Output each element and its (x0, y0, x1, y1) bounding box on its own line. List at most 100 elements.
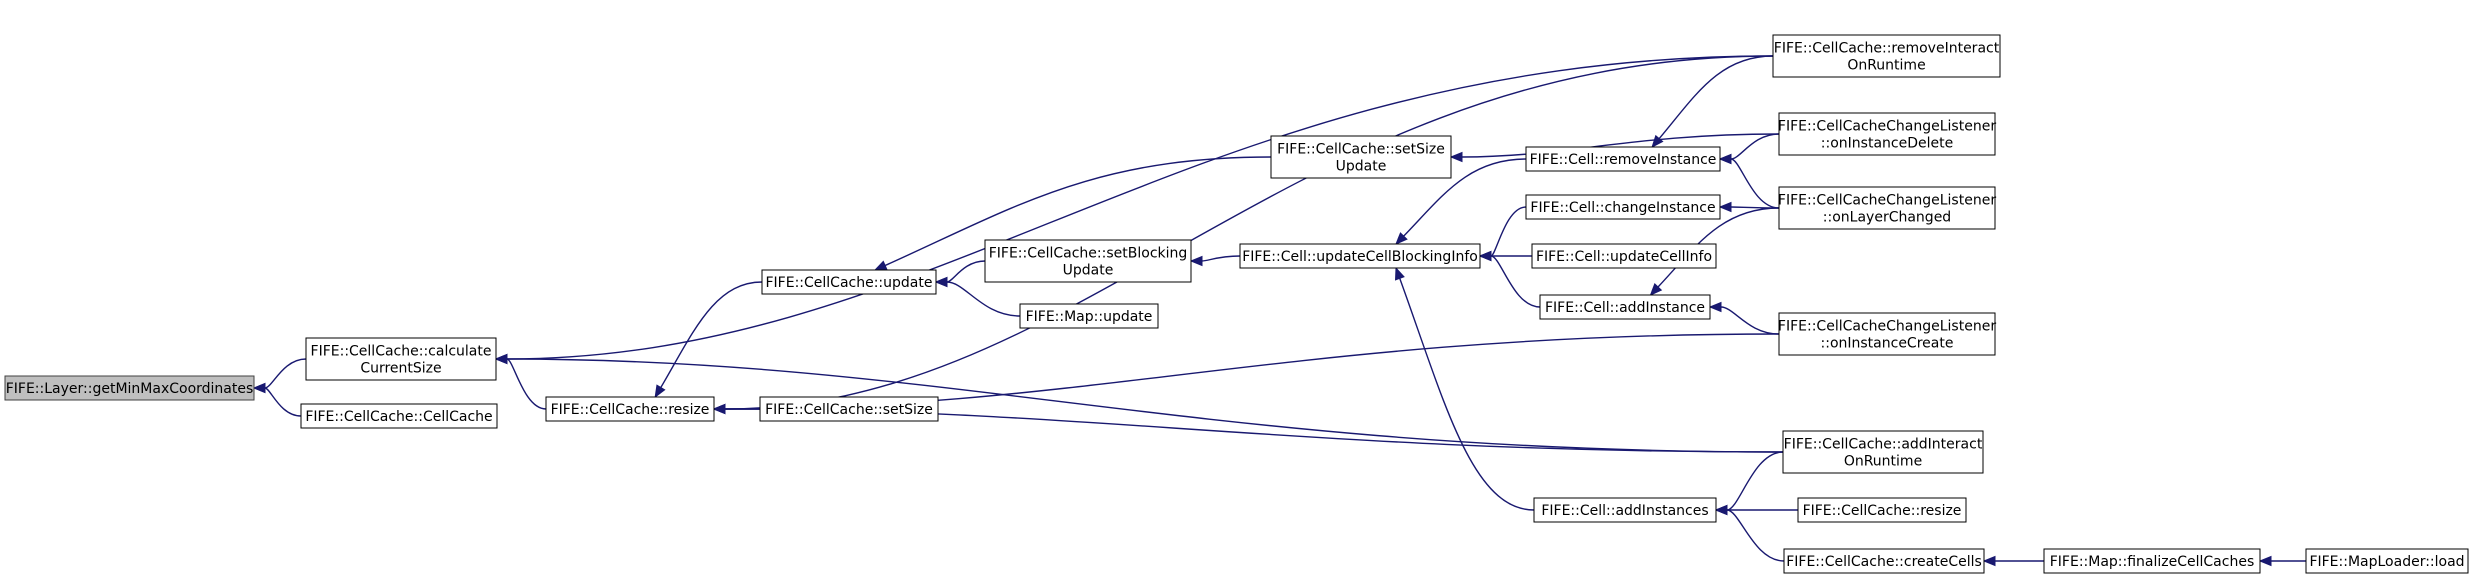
graph-node[interactable]: FIFE::CellCacheChangeListener::onInstanc… (1778, 312, 1996, 356)
edge-n2-to-n0 (264, 387, 302, 417)
graph-node[interactable]: FIFE::Map::update (1019, 303, 1159, 329)
node-label: FIFE::Layer::getMinMaxCoordinates (6, 381, 254, 397)
node-label: FIFE::MapLoader::load (2309, 554, 2464, 570)
edge-n8-to-n16 (1720, 306, 1780, 335)
node-label: FIFE::Cell::addInstances (1541, 503, 1708, 519)
graph-node[interactable]: FIFE::CellCache::resize (1797, 497, 1967, 523)
arrowhead-n12 (1395, 232, 1408, 245)
edge-layer (252, 55, 2306, 567)
node-box[interactable] (1525, 146, 1721, 172)
graph-node[interactable]: FIFE::Map::finalizeCellCaches (2043, 548, 2261, 574)
node-box[interactable] (300, 403, 498, 429)
graph-node[interactable]: FIFE::Cell::addInstance (1539, 294, 1711, 320)
graph-node[interactable]: FIFE::CellCache::setSize (759, 396, 939, 422)
node-label: FIFE::CellCacheChangeListener (1778, 193, 1996, 209)
node-box[interactable] (1525, 194, 1721, 220)
arrowhead-n1 (494, 353, 508, 365)
arrowhead-n9 (1449, 151, 1463, 163)
node-label: Update (1336, 159, 1387, 175)
edge-n5-to-n3 (660, 281, 763, 388)
node-label: FIFE::CellCache::resize (1803, 503, 1962, 519)
node-box[interactable] (759, 396, 939, 422)
node-label: FIFE::CellCache::addInteract (1784, 437, 1983, 453)
node-box[interactable] (1533, 497, 1717, 523)
edge-n12-to-n10 (1201, 255, 1241, 262)
node-label: FIFE::Cell::updateCellInfo (1536, 249, 1712, 265)
node-box[interactable] (984, 239, 1192, 283)
graph-node[interactable]: FIFE::MapLoader::load (2305, 548, 2469, 574)
node-box[interactable] (1539, 294, 1711, 320)
arrowhead-n12 (1394, 266, 1405, 281)
node-box[interactable] (2305, 548, 2469, 574)
edge-n4-to-n13 (1658, 55, 1774, 140)
graph-node[interactable]: FIFE::CellCache::resize (545, 396, 715, 422)
node-label: FIFE::Cell::removeInstance (1530, 152, 1717, 168)
node-box[interactable] (761, 269, 937, 295)
node-box[interactable] (1783, 548, 1985, 574)
node-box[interactable] (2043, 548, 2261, 574)
graph-node[interactable]: FIFE::CellCacheChangeListener::onLayerCh… (1778, 186, 1996, 230)
node-box[interactable] (305, 337, 497, 381)
graph-node[interactable]: FIFE::Cell::updateCellInfo (1531, 243, 1717, 269)
node-label: FIFE::CellCacheChangeListener (1778, 319, 1996, 335)
node-label: ::onInstanceCreate (1821, 336, 1954, 352)
node-box[interactable] (1270, 135, 1452, 179)
node-label: FIFE::Cell::changeInstance (1530, 200, 1715, 216)
edge-n13-to-n12 (1403, 158, 1527, 237)
node-box[interactable] (1778, 112, 1996, 156)
edge-n18-to-n13 (1730, 133, 1780, 160)
edge-n14-to-n12 (1490, 206, 1527, 257)
node-label: FIFE::CellCache::calculate (311, 344, 492, 360)
graph-node[interactable]: FIFE::CellCache::update (761, 269, 937, 295)
edge-n18-to-n9 (1461, 133, 1780, 158)
graph-node[interactable]: FIFE::CellCacheChangeListener::onInstanc… (1778, 112, 1996, 156)
node-label: FIFE::CellCache::update (766, 275, 933, 291)
node-label: FIFE::CellCache::setBlocking (989, 246, 1188, 262)
node-box[interactable] (1797, 497, 1967, 523)
node-box[interactable] (1239, 243, 1481, 269)
edge-n9-to-n5 (884, 156, 1272, 267)
node-label: FIFE::Map::update (1026, 309, 1153, 325)
node-box[interactable] (1782, 430, 1984, 474)
node-label: FIFE::CellCache::setSize (765, 402, 933, 418)
edge-n10-to-n5 (946, 260, 986, 283)
graph-node[interactable]: FIFE::CellCache::createCells (1783, 548, 1985, 574)
node-box[interactable] (1778, 186, 1996, 230)
node-label: FIFE::CellCacheChangeListener (1778, 119, 1996, 135)
edge-n7-to-n1 (506, 358, 1784, 453)
node-label: FIFE::CellCache::CellCache (305, 409, 492, 425)
arrowhead-n5 (934, 276, 948, 288)
node-label: OnRuntime (1847, 58, 1925, 74)
focus-node-box[interactable] (4, 375, 255, 401)
arrowhead-n22 (2258, 555, 2272, 567)
edge-n11-to-n5 (946, 281, 1021, 317)
arrowhead-n10 (1189, 255, 1203, 267)
node-label: FIFE::CellCache::resize (551, 402, 710, 418)
edge-n19-to-n16 (1657, 207, 1780, 288)
node-box[interactable] (545, 396, 715, 422)
node-box[interactable] (1778, 312, 1996, 356)
node-label: FIFE::CellCache::removeInteract (1774, 41, 2000, 57)
arrowhead-n17 (1714, 504, 1728, 516)
graph-node[interactable]: FIFE::Cell::changeInstance (1525, 194, 1721, 220)
node-label: FIFE::CellCache::createCells (1786, 554, 1982, 570)
graph-node[interactable]: FIFE::Cell::removeInstance (1525, 146, 1721, 172)
arrowhead-n16 (1708, 301, 1722, 313)
graph-node[interactable]: FIFE::CellCache::CellCache (300, 403, 498, 429)
node-box[interactable] (1019, 303, 1159, 329)
graph-node[interactable]: FIFE::Cell::addInstances (1533, 497, 1717, 523)
arrowhead-n3 (712, 403, 726, 415)
graph-node[interactable]: FIFE::Cell::updateCellBlockingInfo (1239, 243, 1481, 269)
node-label: ::onLayerChanged (1823, 210, 1951, 226)
graph-node[interactable]: FIFE::Layer::getMinMaxCoordinates (4, 375, 255, 401)
node-box[interactable] (1531, 243, 1717, 269)
edge-n19-to-n13 (1730, 158, 1780, 209)
node-box[interactable] (1772, 34, 2001, 78)
arrowhead-n3 (654, 384, 666, 399)
edge-n1-to-n0 (264, 358, 307, 389)
